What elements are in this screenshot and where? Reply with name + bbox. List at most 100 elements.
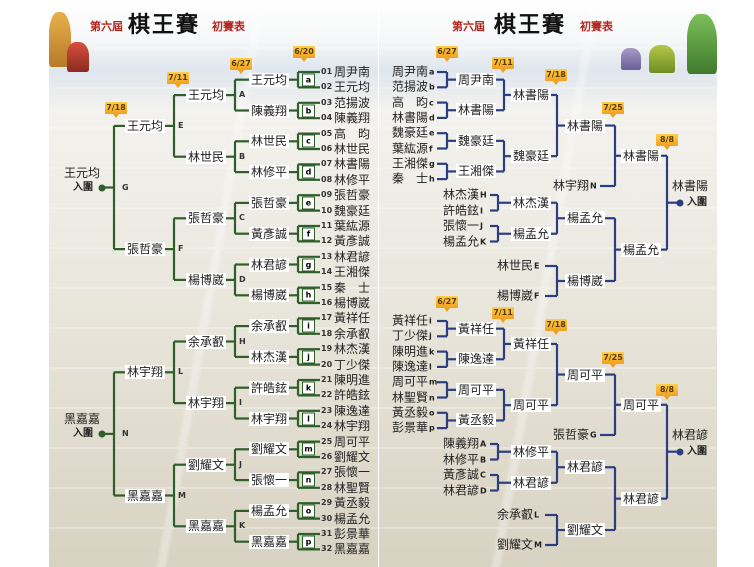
entry: 林世民E [497, 259, 539, 274]
entry: 劉耀文M [497, 538, 542, 553]
qualified-status: 入圍 [687, 196, 707, 208]
match-code-box: b [302, 104, 315, 117]
entry-number: 07 [321, 159, 333, 169]
entry-number: 29 [321, 498, 333, 508]
round2-winner: 張哲豪 [185, 211, 226, 226]
match-code: I [239, 398, 242, 408]
date-badge: 8/8 [656, 134, 678, 150]
date-badge: 6/27 [436, 296, 458, 312]
entry: 黃祥任i [392, 314, 432, 329]
entry-name: 葉紘源 [392, 141, 429, 155]
entry-name: 林杰漢 [334, 342, 371, 357]
entry: 周可平m [392, 375, 437, 390]
entry-number: 08 [321, 174, 333, 184]
entry-name: 林世民 [334, 142, 371, 156]
round1-winner: 黃彥誠 [248, 226, 289, 241]
entry-code: i [429, 316, 432, 326]
match-code-box: e [302, 196, 315, 210]
mountain-decoration [687, 14, 717, 74]
round1-winner: 林世民 [248, 134, 289, 149]
entry-name: 黑嘉嘉 [334, 542, 371, 557]
entry-code: E [534, 261, 540, 271]
match-code-box: o [302, 504, 315, 518]
entry-number: 26 [321, 452, 333, 461]
entry-number: 17 [321, 313, 333, 323]
entry-name: 秦 士 [392, 171, 429, 186]
round2-winner: 楊博崴 [185, 272, 226, 287]
entry-code: b [429, 82, 435, 92]
entry-name: 葉紘源 [334, 219, 371, 233]
entry-number: 06 [321, 144, 333, 153]
entry: 秦 士h [392, 172, 435, 187]
entry-code: e [429, 128, 435, 138]
entry-number: 25 [321, 436, 333, 446]
qualified-status: 入圍 [73, 427, 93, 439]
entry-code: o [429, 408, 435, 418]
finalist-name: 黑嘉嘉 [63, 411, 100, 426]
entry-number: 31 [321, 529, 333, 538]
entry-code: L [534, 510, 540, 520]
mountain-decoration [67, 42, 89, 72]
entry-name: 林修平 [334, 172, 371, 187]
group2-round2-winner: 楊孟允 [565, 211, 606, 226]
entry-name: 黃祥任 [334, 311, 371, 326]
round3-winner: 林書陽 [565, 118, 606, 133]
round1-winner: 王湘傑 [456, 164, 497, 179]
entry-name: 林世民 [497, 258, 534, 273]
entry-code: k [429, 347, 435, 357]
entry-number: 10 [321, 205, 333, 215]
entry-name: 余承叡 [497, 507, 534, 522]
entry-name: 林修平 [443, 452, 480, 466]
match-code: G [122, 182, 129, 192]
entry-name: 周可平 [392, 374, 429, 389]
round1-winner: 林宇翔 [248, 411, 289, 426]
entry: 陳義翔A [443, 437, 486, 452]
final-dot [676, 199, 684, 207]
group2-round1-winner: 林君諺 [511, 475, 552, 490]
round1-winner: 張哲豪 [248, 195, 289, 210]
entry-name: 彭景華 [392, 420, 429, 435]
entry-name: 周可平 [334, 434, 371, 449]
entry-number: 21 [321, 375, 333, 384]
match-code: D [239, 274, 246, 284]
round1-winner: 魏豪廷 [456, 133, 497, 148]
entry: 林修平B [443, 452, 486, 467]
date-badge: 7/25 [602, 102, 624, 118]
entry-code: A [480, 439, 487, 449]
entry-code: g [429, 159, 435, 169]
round3-winner: 王元均 [124, 118, 165, 133]
entry-number: 01 [321, 67, 333, 76]
entry-number: 20 [321, 359, 333, 369]
entry-code: J [480, 221, 483, 231]
entry-name: 秦 士 [334, 280, 371, 295]
entry-number: 32 [321, 544, 333, 554]
entry-code: K [480, 237, 487, 246]
entry-name: 林杰漢 [443, 187, 480, 202]
entry-name: 魏豪廷 [392, 125, 429, 140]
entry-name: 范揚波 [392, 79, 429, 94]
round2-winner: 林世民 [185, 149, 226, 164]
entry-name: 余承叡 [334, 326, 371, 341]
match-code: L [178, 367, 184, 377]
round2-winner: 林宇翔 [185, 396, 226, 411]
entry: 林宇翔N [553, 179, 597, 194]
entry: 許皓鉉I [443, 203, 483, 218]
group2-round1-winner: 林杰漢 [511, 195, 552, 210]
entry-name: 許皓鉉 [443, 203, 480, 217]
match-code: M [178, 490, 186, 500]
date-badge: 6/20 [293, 46, 315, 62]
entry-name: 張懷一 [334, 465, 371, 480]
entry: 葉紘源f [392, 141, 433, 156]
match-code: N [122, 428, 129, 438]
entry-name: 高 昀 [334, 126, 371, 141]
entry-code: f [429, 144, 433, 153]
mountain-decoration [49, 12, 71, 67]
entry-number: 27 [321, 467, 333, 477]
entry-code: F [534, 291, 540, 301]
date-badge: 8/8 [656, 384, 678, 400]
final-dot [98, 184, 106, 191]
round2-winner: 黃祥任 [511, 336, 552, 351]
entry: 陳逸達l [392, 359, 432, 374]
entry-name: 王元均 [334, 80, 371, 95]
